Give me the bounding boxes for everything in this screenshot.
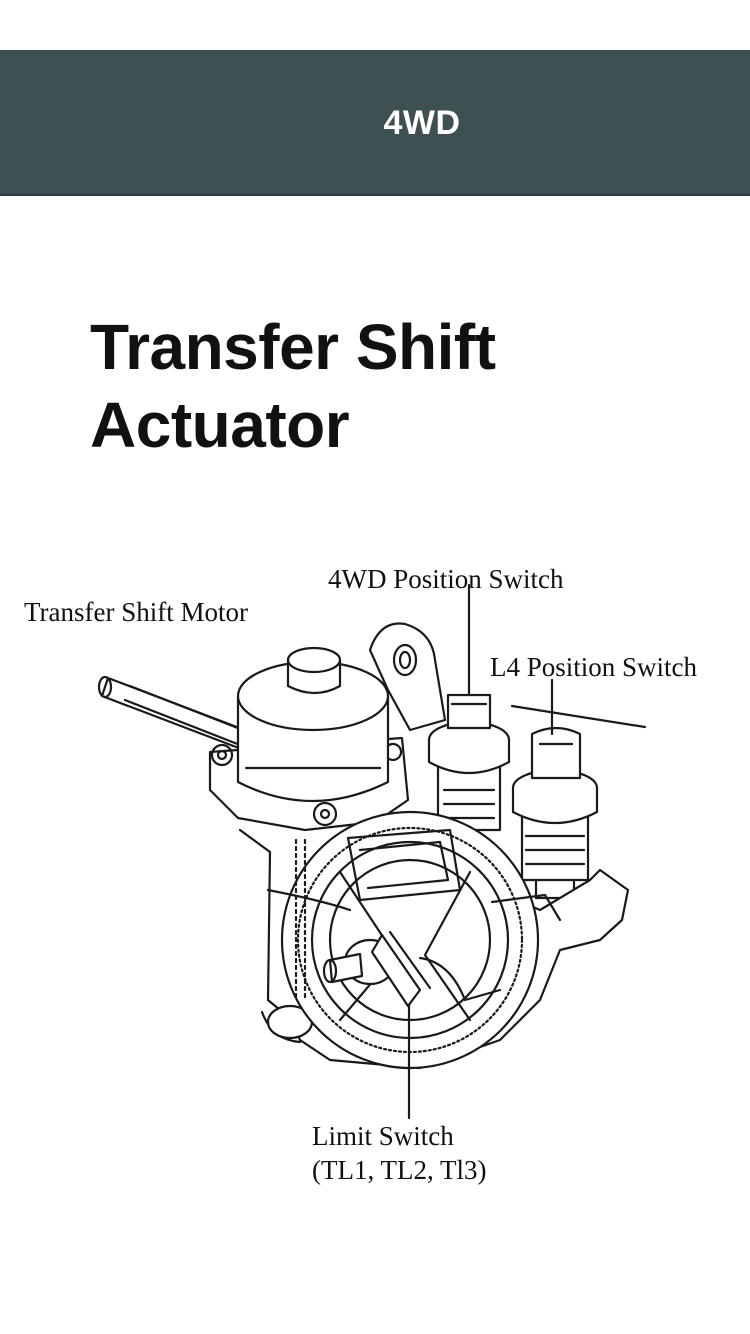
l4-position-switch [511,678,599,900]
rear-bracket [368,622,447,732]
spring-bracket [266,828,562,1002]
return-spring [294,838,307,1002]
label-4wd-position-switch: 4WD Position Switch [328,564,564,594]
status-bar-area [0,0,750,50]
label-limit-switch-terminals: (TL1, TL2, Tl3) [312,1155,487,1185]
header-bar: 4WD [0,50,750,196]
label-transfer-shift-motor: Transfer Shift Motor [24,597,249,627]
actuator-diagram: Transfer Shift Motor 4WD Position Switch… [0,500,750,1260]
leader-line [510,704,647,729]
label-l4-position-switch: L4 Position Switch [490,652,698,682]
shift-motor [236,646,390,802]
label-limit-switch: Limit Switch [312,1121,454,1151]
actuator-line-drawing [97,583,647,1120]
page-title: Transfer Shift Actuator [90,311,496,461]
limit-switch-assembly [322,930,432,1120]
header-title: 4WD [383,104,461,142]
input-shaft [97,675,252,752]
4wd-position-switch [427,583,511,832]
